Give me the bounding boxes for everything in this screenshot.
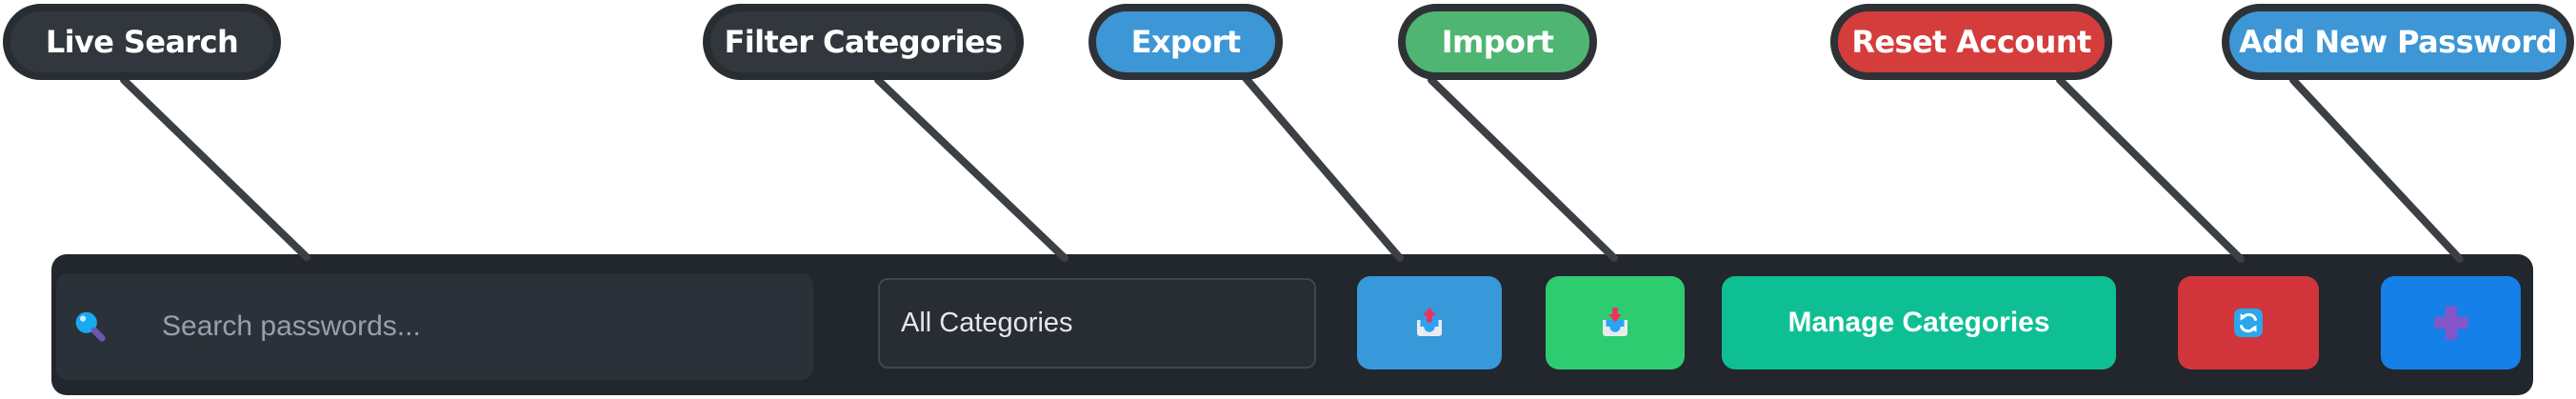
- callout-live-search: Live Search: [3, 4, 281, 80]
- callout-export: Export: [1088, 4, 1283, 80]
- connector-export: [1242, 74, 1404, 262]
- outbox-tray-icon: [1417, 308, 1442, 336]
- reset-account-button[interactable]: [2178, 276, 2319, 369]
- import-button[interactable]: [1546, 276, 1685, 369]
- callout-import: Import: [1398, 4, 1597, 80]
- inbox-tray-icon: [1603, 308, 1627, 336]
- connector-live-search: [120, 76, 310, 261]
- callout-filter-categories: Filter Categories: [703, 4, 1024, 80]
- connector-reset-account: [2056, 76, 2245, 263]
- manage-categories-button[interactable]: Manage Categories: [1722, 276, 2116, 369]
- connector-add-new-password: [2289, 76, 2464, 263]
- category-filter-select[interactable]: All Categories: [878, 278, 1316, 369]
- connector-import: [1428, 76, 1618, 262]
- category-filter-selected-value: All Categories: [901, 308, 1073, 338]
- search-input[interactable]: [162, 310, 813, 343]
- plus-icon: [2433, 306, 2468, 340]
- search-icon: [75, 311, 106, 342]
- callout-add-new-password: Add New Password: [2222, 4, 2574, 80]
- export-button[interactable]: [1357, 276, 1502, 369]
- password-toolbar: All Categories Manage Categories: [51, 254, 2533, 395]
- callout-reset-account: Reset Account: [1830, 4, 2112, 80]
- connector-filter-categories: [874, 76, 1068, 262]
- add-password-button[interactable]: [2381, 276, 2521, 369]
- counterclockwise-arrows-icon: [2234, 309, 2263, 337]
- search-box: [56, 273, 813, 380]
- manage-categories-label: Manage Categories: [1787, 307, 2050, 338]
